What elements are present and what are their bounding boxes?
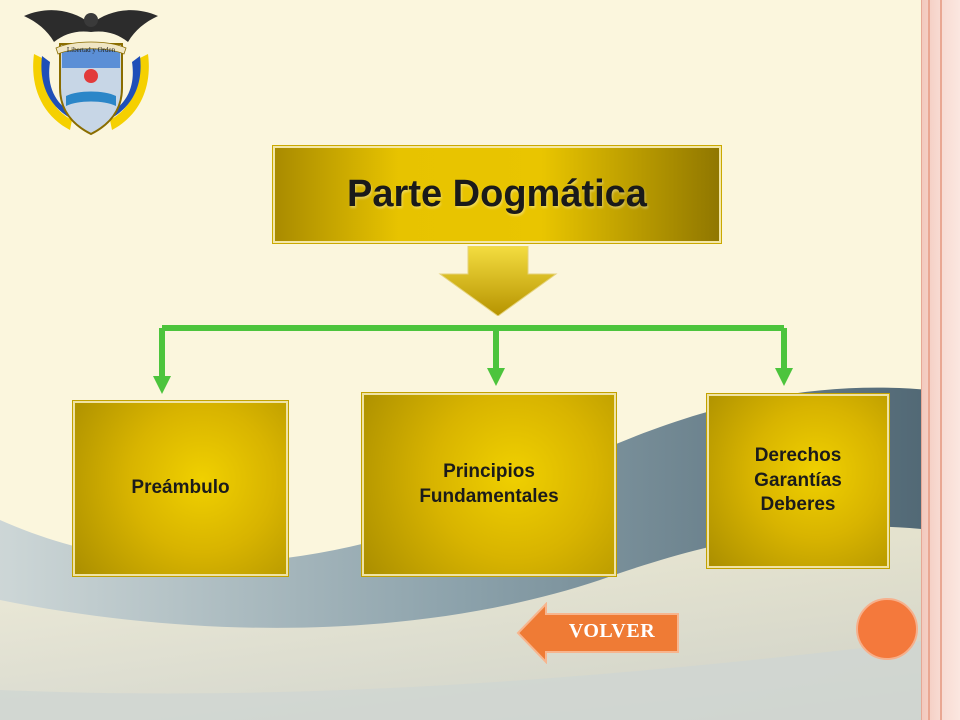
frame-line	[940, 0, 942, 720]
volver-label: VOLVER	[568, 620, 656, 642]
colombia-coat-of-arms-icon: Libertad y Orden	[24, 10, 158, 136]
node-label: Principios Fundamentales	[419, 460, 559, 507]
node-derechos-garantias-deberes[interactable]: Derechos Garantías Deberes	[706, 393, 890, 569]
down-arrow-icon	[438, 246, 558, 316]
node-label: Derechos Garantías Deberes	[754, 444, 842, 516]
node-label: Preámbulo	[131, 477, 230, 499]
crest-motto: Libertad y Orden	[67, 46, 116, 54]
node-preambulo[interactable]: Preámbulo	[72, 400, 289, 577]
volver-button[interactable]: VOLVER	[516, 602, 680, 664]
left-arrow-icon	[516, 602, 679, 664]
page-title: Parte Dogmática	[347, 173, 647, 215]
right-frame	[921, 0, 960, 720]
frame-line	[928, 0, 930, 720]
orange-circle-icon[interactable]	[856, 598, 918, 660]
title-box: Parte Dogmática	[272, 145, 722, 244]
node-principios-fundamentales[interactable]: Principios Fundamentales	[361, 392, 617, 577]
